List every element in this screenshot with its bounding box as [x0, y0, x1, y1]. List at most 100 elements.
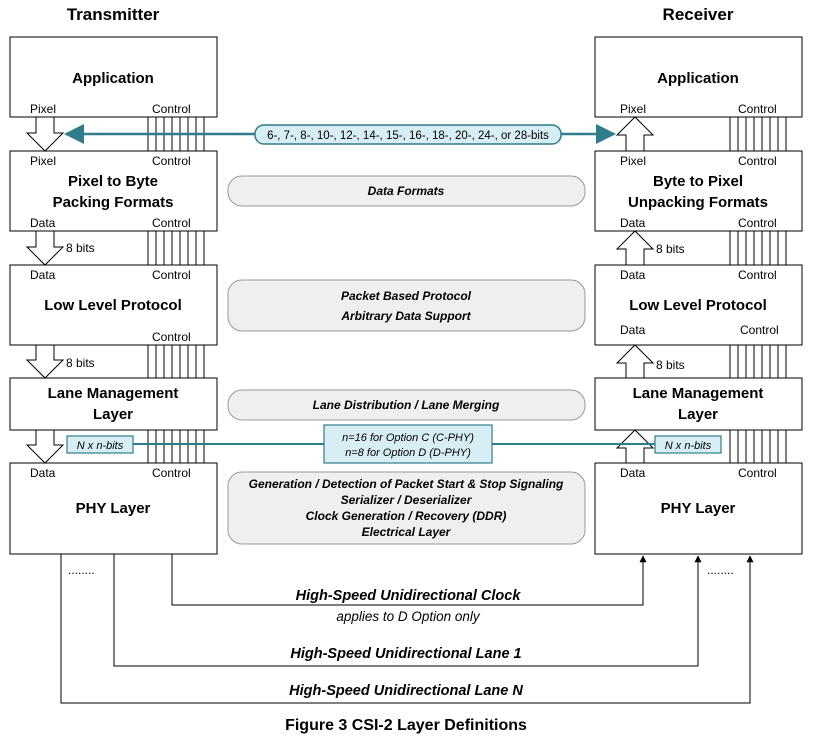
data-arrows [25, 116, 655, 464]
figure-caption: Figure 3 CSI-2 Layer Definitions [285, 717, 527, 734]
tx-llp-data-label: Data [30, 268, 56, 282]
tx-lane-title-2: Layer [93, 406, 133, 423]
lanes-bus: N x n-bits N x n-bits n=16 for Option C … [66, 424, 722, 464]
tx-control-bundle-3 [147, 345, 205, 378]
rx-unpack-control-bottom-label: Control [738, 216, 777, 230]
tx-arrow-down-3 [25, 344, 65, 379]
tx-phy-control-label: Control [152, 466, 191, 480]
tx-pack-data-label: Data [30, 216, 56, 230]
phy-function-1: Generation / Detection of Packet Start &… [249, 477, 564, 491]
tx-pack-control-bottom-label: Control [152, 216, 191, 230]
rx-app-control-label: Control [738, 102, 777, 116]
data-formats-pill: Data Formats [227, 175, 586, 207]
rx-arrow-up-3 [615, 344, 655, 379]
rx-arrow-up-2 [615, 230, 655, 266]
lane-distribution-label: Lane Distribution / Lane Merging [313, 398, 500, 412]
rx-control-bundle-1 [729, 117, 787, 151]
rx-app-pixel-label: Pixel [620, 102, 646, 116]
rx-phy-title: PHY Layer [661, 500, 736, 517]
rx-8bits-label-1: 8 bits [656, 242, 685, 256]
tx-lanes-label: N x n-bits [77, 440, 124, 452]
rx-llp-block: Data Control Low Level Protocol Data Con… [594, 264, 803, 346]
rx-unpacking-title-1: Byte to Pixel [653, 173, 743, 190]
tx-llp-title: Low Level Protocol [44, 297, 182, 314]
rx-unpack-pixel-label: Pixel [620, 154, 646, 168]
data-formats-label: Data Formats [368, 184, 445, 198]
tx-8bits-label-1: 8 bits [66, 241, 95, 255]
packet-protocol-label: Packet Based Protocol [341, 289, 472, 303]
tx-arrow-down-4 [25, 429, 65, 464]
rx-unpacking-block: Pixel Control Byte to Pixel Unpacking Fo… [594, 150, 803, 232]
rx-control-bundle-2 [729, 231, 787, 265]
rx-arrow-up-1 [615, 116, 655, 152]
rx-llp-data-bottom-label: Data [620, 323, 646, 337]
rx-control-bundle-4 [729, 430, 787, 463]
tx-dots: ........ [68, 563, 95, 577]
lane1-link-label: High-Speed Unidirectional Lane 1 [290, 646, 521, 662]
rx-lane-title-1: Lane Management [633, 385, 764, 402]
receiver-header: Receiver [663, 5, 734, 24]
rx-lane-block: Lane Management Layer [594, 377, 803, 431]
pixel-bus-label: 6-, 7-, 8-, 10-, 12-, 14-, 15-, 16-, 18-… [267, 130, 549, 142]
rx-llp-title: Low Level Protocol [629, 297, 767, 314]
tx-8bits-label-2: 8 bits [66, 356, 95, 370]
tx-phy-title: PHY Layer [76, 500, 151, 517]
rx-llp-control-label: Control [738, 268, 777, 282]
rx-lanes-label: N x n-bits [665, 440, 712, 452]
tx-application-block: Application Pixel Control [9, 36, 218, 118]
tx-arrow-down-2 [25, 230, 65, 266]
rx-llp-data-label: Data [620, 268, 646, 282]
rx-llp-control-bottom-label: Control [740, 323, 779, 337]
tx-llp-control-label: Control [152, 268, 191, 282]
phy-function-2: Serializer / Deserializer [341, 493, 473, 507]
rx-unpack-control-label: Control [738, 154, 777, 168]
tx-packing-title-1: Pixel to Byte [68, 173, 158, 190]
rx-8bits-label-2: 8 bits [656, 358, 685, 372]
tx-llp-block: Data Control Low Level Protocol Control [9, 264, 218, 346]
rx-arrow-up-4 [615, 429, 655, 464]
rx-application-title: Application [657, 70, 739, 87]
lane-distribution-pill: Lane Distribution / Lane Merging [227, 389, 586, 421]
tx-phy-block: Data Control PHY Layer [9, 462, 218, 555]
option-d-label: n=8 for Option D (D-PHY) [345, 447, 471, 459]
rx-phy-data-label: Data [620, 466, 646, 480]
tx-app-pixel-label: Pixel [30, 102, 56, 116]
tx-arrow-down-1 [25, 116, 65, 152]
tx-lane-block: Lane Management Layer [9, 377, 218, 431]
laneN-link-label: High-Speed Unidirectional Lane N [289, 683, 523, 699]
tx-pack-pixel-label: Pixel [30, 154, 56, 168]
high-speed-links [60, 554, 754, 704]
tx-packing-title-2: Packing Formats [53, 194, 174, 211]
rx-unpacking-title-2: Unpacking Formats [628, 194, 768, 211]
rx-control-bundle-3 [729, 345, 787, 378]
clock-link-label: High-Speed Unidirectional Clock [296, 588, 522, 604]
transmitter-header: Transmitter [67, 5, 160, 24]
tx-application-title: Application [72, 70, 154, 87]
tx-lane-title-1: Lane Management [48, 385, 179, 402]
rx-lane-title-2: Layer [678, 406, 718, 423]
option-c-label: n=16 for Option C (C-PHY) [342, 432, 474, 444]
laneN-link [60, 554, 754, 704]
lane1-link [113, 554, 702, 667]
tx-phy-data-label: Data [30, 466, 56, 480]
tx-pack-control-label: Control [152, 154, 191, 168]
packet-protocol-pill: Packet Based Protocol Arbitrary Data Sup… [227, 279, 586, 332]
tx-app-control-label: Control [152, 102, 191, 116]
tx-packing-block: Pixel Control Pixel to Byte Packing Form… [9, 150, 218, 232]
tx-control-bundle-4 [147, 430, 205, 463]
rx-phy-block: Data Control PHY Layer [594, 462, 803, 555]
tx-llp-control-bottom-label: Control [152, 330, 191, 344]
tx-control-bundle-2 [147, 231, 205, 265]
rx-dots: ........ [707, 563, 734, 577]
phy-function-3: Clock Generation / Recovery (DDR) [306, 509, 507, 523]
arbitrary-data-label: Arbitrary Data Support [340, 309, 471, 323]
rx-unpack-data-label: Data [620, 216, 646, 230]
clock-link-note: applies to D Option only [336, 609, 481, 624]
pixel-bus: 6-, 7-, 8-, 10-, 12-, 14-, 15-, 16-, 18-… [64, 124, 616, 145]
phy-function-4: Electrical Layer [362, 525, 452, 539]
rx-application-block: Application Pixel Control [594, 36, 803, 118]
phy-functions-pill: Generation / Detection of Packet Start &… [227, 471, 586, 545]
rx-phy-control-label: Control [738, 466, 777, 480]
clock-link [171, 554, 647, 606]
